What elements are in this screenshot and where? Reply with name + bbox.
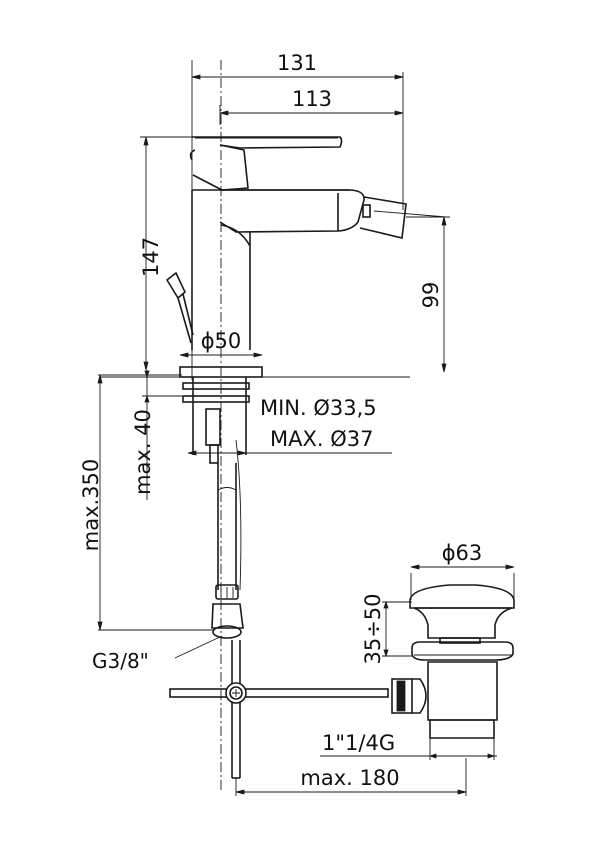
dim-pull-rod-length: max. 180 (235, 758, 467, 796)
faucet-body (165, 136, 447, 350)
supply-hose (211, 439, 244, 639)
label-hole-min: MIN. Ø33,5 (260, 396, 377, 420)
label-hole-max: MAX. Ø37 (270, 427, 373, 451)
label-base-diameter: ϕ50 (201, 329, 242, 353)
label-147: 147 (139, 237, 163, 277)
waste-body (391, 584, 515, 739)
hose-thread-note: G3/8" (92, 635, 223, 673)
label-35-50: 35÷50 (361, 593, 385, 664)
label-131: 131 (277, 51, 317, 75)
dim-overall-height: 147 (139, 136, 192, 371)
label-113: 113 (292, 87, 332, 111)
dim-hose-length: max.350 (79, 374, 215, 631)
pull-rod (169, 640, 389, 779)
label-max-180: max. 180 (300, 766, 399, 790)
dim-spout-reach: 113 (219, 87, 404, 125)
dim-waste-lift: 35÷50 (361, 593, 412, 665)
waste-thread-note: 1"1/4G (320, 731, 497, 760)
label-max-40: max. 40 (131, 409, 155, 495)
dim-waste-diameter: ϕ63 (410, 541, 515, 600)
dim-base-diameter: ϕ50 (179, 329, 263, 358)
hole-diameter-note: MIN. Ø33,5 MAX. Ø37 (187, 396, 392, 456)
dim-deck-thickness: max. 40 (131, 370, 182, 500)
label-1-1-4g: 1"1/4G (322, 731, 395, 755)
label-99: 99 (419, 282, 443, 309)
dim-spout-height: 99 (406, 216, 450, 373)
label-waste-diameter: ϕ63 (442, 541, 483, 565)
label-max-350: max.350 (79, 459, 103, 552)
label-g3-8: G3/8" (92, 649, 149, 673)
